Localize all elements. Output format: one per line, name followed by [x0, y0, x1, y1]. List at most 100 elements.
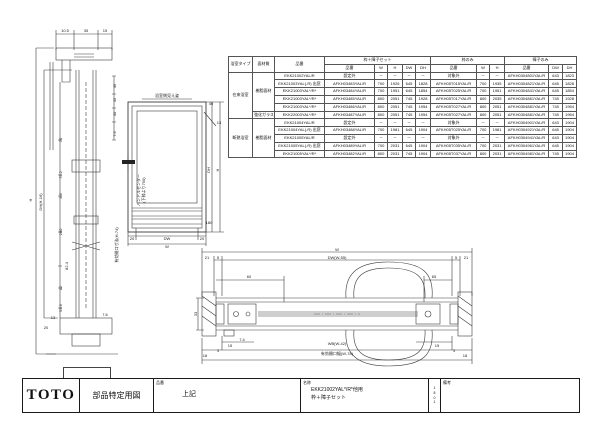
name-line1: EKK21002YAL*/R*他用 — [311, 387, 363, 393]
table-cell: 2051 — [489, 102, 506, 112]
table-cell: 1954 — [562, 102, 578, 112]
table-cell: 645 — [548, 141, 564, 151]
header-part-no: 品番 — [274, 56, 325, 73]
table-cell: 745 — [402, 102, 416, 112]
table-cell: AFKH05T025YAL/R — [430, 126, 478, 135]
table-cell: AFKH03486YAL/R — [324, 102, 375, 112]
table-cell: － — [414, 118, 432, 128]
table-cell: 700 — [476, 79, 491, 89]
table-cell: 設定外 — [324, 118, 375, 128]
header-dw: DW — [402, 63, 416, 73]
table-cell: AFKH0304961YAL/R — [504, 141, 550, 151]
table-cell: 設定外 — [324, 71, 375, 81]
name-line2: 枠＋障子セット — [311, 395, 347, 401]
header-dh: DH — [414, 63, 432, 73]
table-cell: 1926 — [387, 79, 403, 89]
header-set-group: 枠＋障子セット — [323, 56, 432, 65]
dimension-label: 有効開口幅(W-78) — [321, 350, 354, 356]
table-cell: 700 — [476, 141, 491, 151]
table-cell: 800 — [476, 110, 491, 120]
table-cell: － — [489, 71, 506, 81]
table-cell: 645 — [548, 87, 564, 96]
dimension-label: 5 — [455, 255, 458, 260]
table-cell: 645 — [402, 79, 416, 89]
name-value: EKK21002YAL*/R*他用 枠＋障子セット — [311, 386, 363, 402]
table-cell: 1981 — [489, 126, 506, 135]
table-cell: AFKH05T025YAL/R — [430, 87, 478, 96]
table-cell: － — [402, 133, 416, 143]
dimension-label: 3 — [217, 348, 220, 353]
table-cell: 1928 — [414, 94, 432, 104]
dimension-label: 65 — [432, 274, 437, 279]
table-cell: － — [387, 118, 403, 128]
table-cell: 1904 — [414, 126, 432, 135]
dimension-label: 7.6 — [112, 130, 117, 136]
dimension-label: DW — [164, 236, 171, 241]
table-cell: AFKH03482YAL/R — [324, 149, 375, 159]
dimension-label: DH(H-16) — [38, 193, 43, 211]
table-cell: 1951 — [489, 87, 506, 96]
table-cell: 2051 — [387, 102, 403, 112]
table-cell: 1981 — [387, 126, 403, 135]
dimension-label: 21 — [464, 255, 469, 260]
dimension-label: 53.6 — [58, 303, 63, 312]
dimension-label: 18 — [463, 353, 468, 358]
elevation-view-label: 浴室側見え姿 — [155, 92, 179, 98]
table-cell: 設定外 — [324, 133, 375, 143]
dimension-label: 有効開口寸法(H-74) — [113, 227, 119, 263]
table-cell: 645 — [548, 79, 564, 89]
table-cell: 1951 — [387, 87, 403, 96]
table-cell: 700 — [374, 141, 388, 151]
dimension-label: W — [335, 247, 339, 252]
table-cell: 645 — [548, 126, 564, 135]
table-cell: EKK21004YAL/R — [274, 118, 325, 128]
table-cell: AFKH0304881YAL/R — [504, 110, 550, 120]
table-cell: AFKH05T035YAL/R — [430, 141, 478, 151]
title-block: TOTO 部品特定用図 品番 上記 名称 EKK21002YAL*/R*他用 枠… — [22, 378, 580, 413]
dimension-label: 12 — [58, 285, 63, 290]
toto-logo: TOTO — [23, 379, 80, 412]
table-cell: － — [476, 133, 491, 143]
table-cell: 800 — [476, 149, 491, 159]
dimension-label: 45 — [112, 97, 117, 102]
side-code-char: 8 — [433, 390, 436, 395]
table-cell: 800 — [374, 94, 388, 104]
table-cell: 強化ガラス — [252, 110, 275, 120]
table-cell: AFKH0304821YAL/R — [504, 79, 550, 89]
dimension-label: 82.4 — [64, 261, 69, 270]
table-cell: 645 — [402, 141, 416, 151]
table-cell: EKK21003YAL*/R* — [274, 94, 325, 104]
table-cell: 1828 — [414, 79, 432, 89]
table-cell: 1928 — [562, 94, 578, 104]
door-handle-mark — [122, 160, 135, 164]
table-cell: 2051 — [387, 94, 403, 104]
header-shoji-group: 障子のみ — [504, 56, 578, 65]
table-cell: 745 — [402, 149, 416, 159]
header-w: W — [476, 63, 491, 73]
table-cell: AFKH03488YAL/R — [324, 126, 375, 135]
table-cell: 800 — [374, 102, 388, 112]
dimension-label: 70 — [58, 137, 63, 142]
table-cell: 1904 — [562, 126, 578, 135]
name-label: 名称 — [303, 380, 311, 385]
table-cell: AFKH0304901YAL/R — [504, 118, 550, 128]
header-sub-part-no: 品番 — [430, 63, 478, 73]
table-cell: AFKH03489YAL/R — [324, 141, 375, 151]
header-sub-part-no: 品番 — [504, 63, 550, 73]
header-w: W — [374, 63, 388, 73]
parts-spec-table: 浴室タイプ 面材質 品番 枠＋障子セット 枠のみ 障子のみ 品番 W H DW … — [228, 56, 578, 159]
table-cell: AFKH0304861YAL/R — [504, 94, 550, 104]
table-cell: 2051 — [387, 110, 403, 120]
table-cell: EKK21003YAL*/R* — [274, 102, 325, 112]
table-cell: 1854 — [414, 87, 432, 96]
table-cell: － — [387, 71, 403, 81]
dimension-label: H — [215, 168, 220, 171]
table-cell: EKK22003YAL*/R* — [274, 110, 325, 120]
dimension-label: 7.6 — [102, 312, 108, 317]
table-cell: 1823 — [562, 71, 578, 81]
